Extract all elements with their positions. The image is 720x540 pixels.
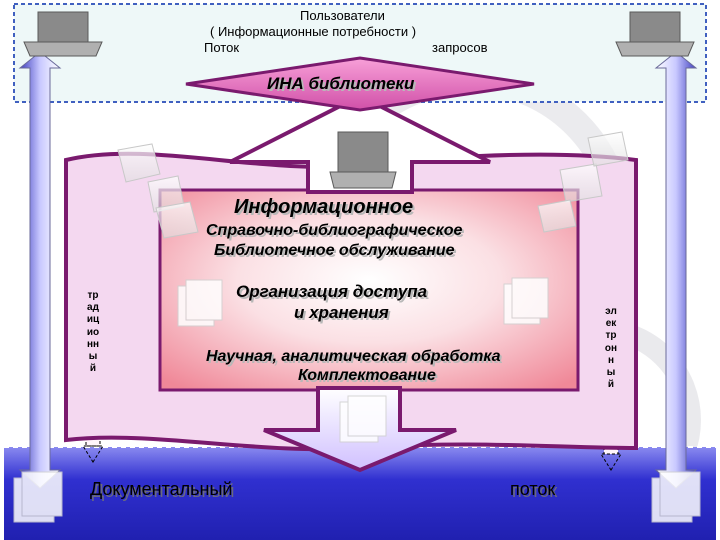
requests-label: запросов xyxy=(432,40,488,55)
document-ghost-icons xyxy=(13,277,701,523)
ina-label: ИНА библиотеки xyxy=(267,74,415,93)
left-pillar-arrow xyxy=(18,51,62,489)
flow-bottom-label: поток xyxy=(510,479,556,499)
users-label: Пользователи xyxy=(300,8,385,23)
library-service-label: Библиотечное обслуживание xyxy=(214,242,455,259)
information-needs-label: ( Информационные потребности ) xyxy=(210,24,417,39)
storage-label: и хранения xyxy=(294,303,389,322)
flow-label: Поток xyxy=(204,40,240,55)
analytical-processing-label: Научная, аналитическая обработка xyxy=(206,348,501,365)
server-computer-icon xyxy=(329,131,397,189)
book-ghost-icons xyxy=(117,131,629,239)
documentary-label: Документальный xyxy=(90,479,233,499)
information-label: Информационное xyxy=(234,196,414,218)
access-organization-label: Организация доступа xyxy=(236,282,428,301)
user-computer-icon-right xyxy=(615,11,695,57)
acquisition-label: Комплектование xyxy=(298,367,436,384)
user-computer-icon-left xyxy=(23,11,103,57)
reference-service-label: Справочно-библиографическое xyxy=(206,222,463,239)
ina-diamond xyxy=(185,56,535,112)
traditional-label: традиционный xyxy=(86,290,100,375)
electronic-label: электронный xyxy=(604,306,618,391)
